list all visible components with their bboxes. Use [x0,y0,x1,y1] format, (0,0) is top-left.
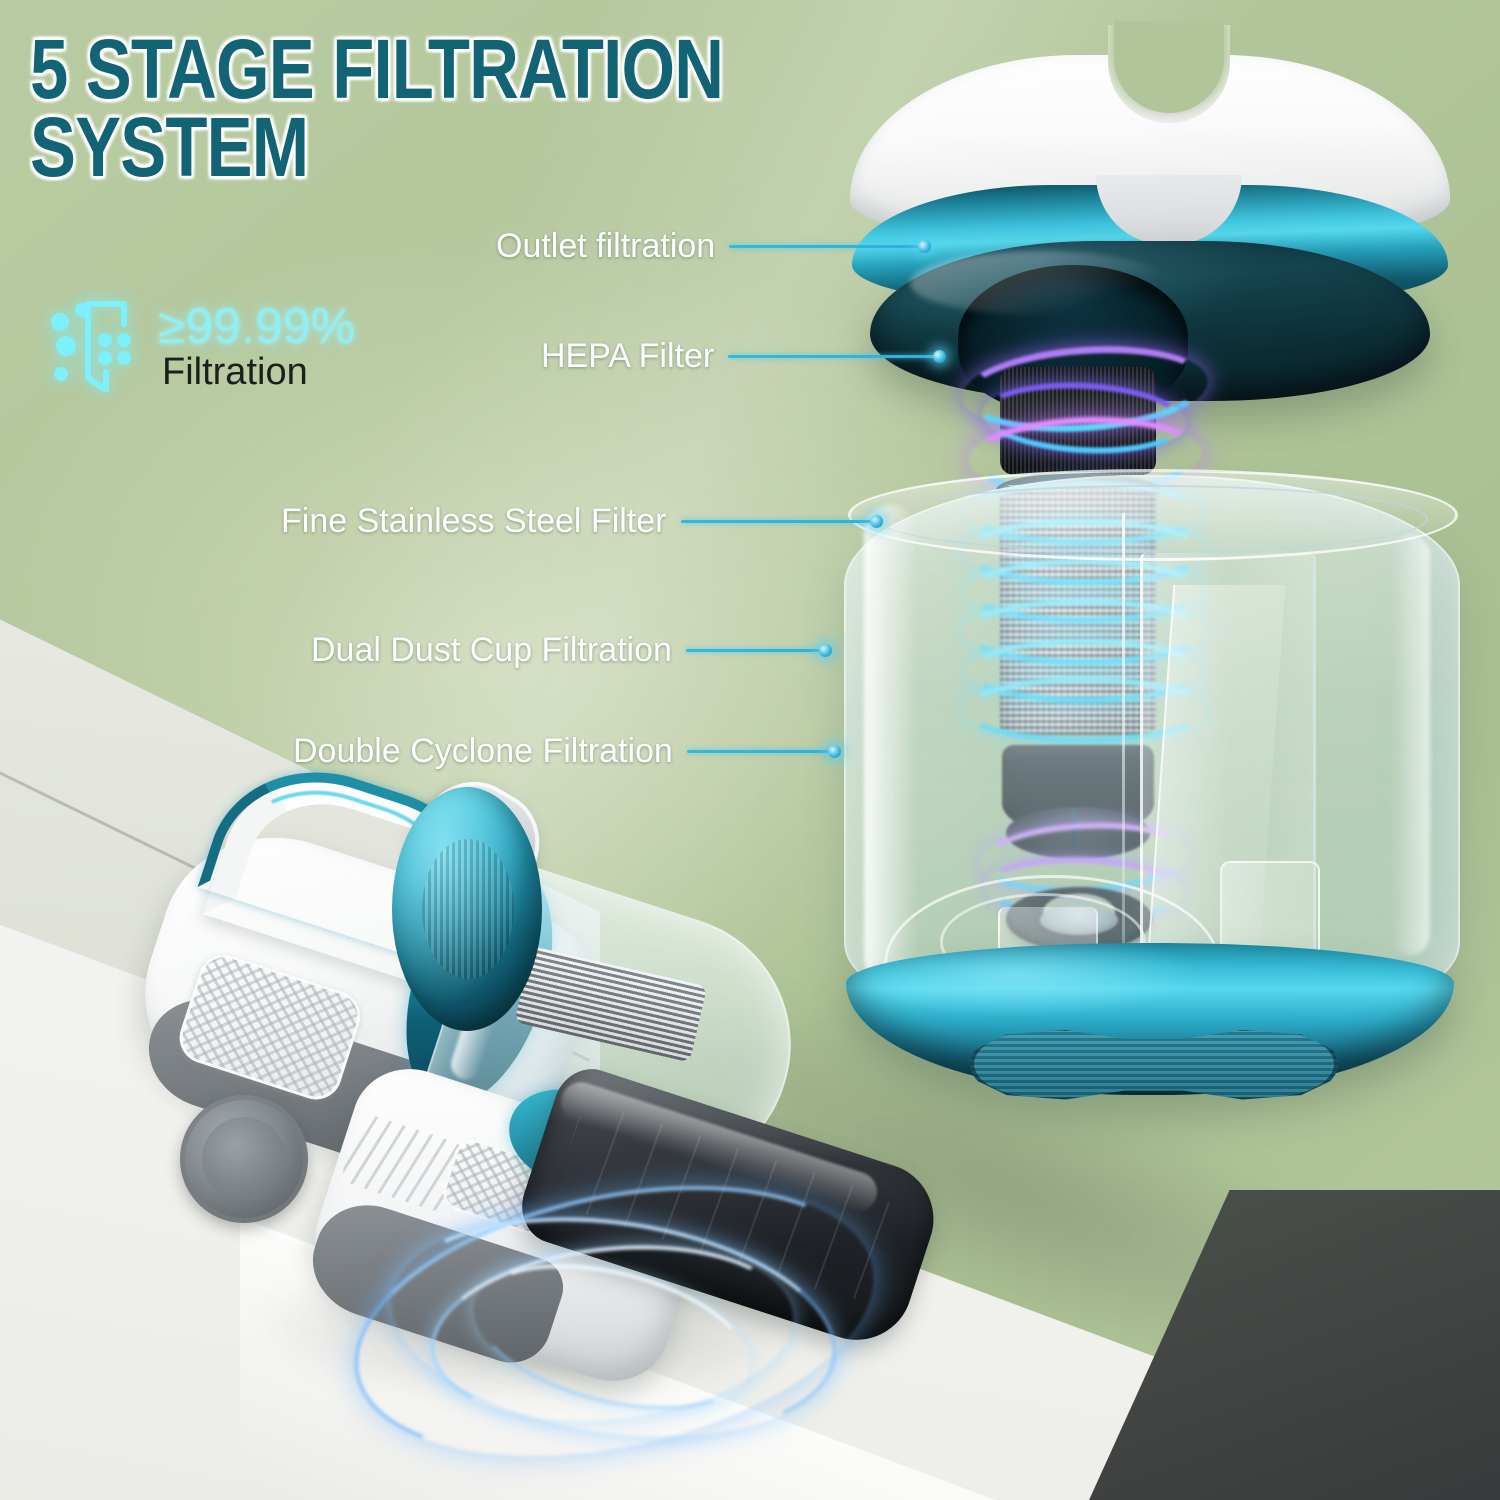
callout-endpoint-dot [933,350,947,363]
hepa-filter-cylinder [1000,367,1156,475]
callout-endpoint-dot [869,515,883,528]
cup-base-rubber-pad [970,1029,1338,1100]
callout-leader-line [680,520,873,523]
lid-gloss-highlight [910,251,1170,315]
lid-top-notch-inner [1114,21,1224,113]
callout-endpoint-dot [827,745,841,758]
callout-leader-line [729,245,922,248]
dual-dust-cup [830,469,1470,1100]
dust-cup-highlight [1390,535,1430,955]
callout-leader-line [685,649,822,652]
handheld-mattress-vacuum [116,742,949,1500]
filtration-badge-text: ≥99.99% Filtration [158,301,355,391]
callout-hepa-filter: HEPA Filter [541,337,947,376]
callout-label: Double Cyclone Filtration [293,732,673,770]
callout-label: Dual Dust Cup Filtration [311,631,672,669]
callout-label: HEPA Filter [541,337,715,375]
vacuum-cup-teal-endcap [392,787,542,1031]
particle-filter-icon [48,300,144,393]
filtration-badge-label: Filtration [162,351,308,393]
rear-wheel-hub [202,1117,286,1201]
page-title: 5 STAGE FILTRATION SYSTEM [30,27,752,195]
dust-cup-divider [1122,513,1125,983]
hepa-filter [959,338,1211,500]
callout-dual-dust-cup-filtration: Dual Dust Cup Filtration [311,631,832,670]
callout-label: Outlet filtration [496,227,716,265]
callout-label: Fine Stainless Steel Filter [281,502,667,540]
callout-outlet-filtration: Outlet filtration [496,227,932,266]
callout-double-cyclone-filtration: Double Cyclone Filtration [293,732,841,771]
callout-endpoint-dot [918,240,932,253]
callout-endpoint-dot [818,644,832,657]
callout-leader-line [686,750,831,753]
page-title-line2: SYSTEM [30,100,309,195]
vacuum-cup-endcap-pad [422,839,514,979]
filtration-badge: ≥99.99% Filtration [48,300,355,393]
callout-leader-line [728,355,937,358]
dust-cup-inner-rim [876,485,1428,553]
outlet-filtration-lid [850,21,1450,415]
dust-cup-highlight [864,505,918,985]
exploded-dust-cup-assembly [830,21,1470,1100]
filtration-percent: ≥99.99% [158,298,356,354]
suction-vortex-glow [310,1142,930,1500]
page-title-line1: 5 STAGE FILTRATION [30,22,724,116]
callout-fine-stainless-steel-filter: Fine Stainless Steel Filter [281,502,883,541]
